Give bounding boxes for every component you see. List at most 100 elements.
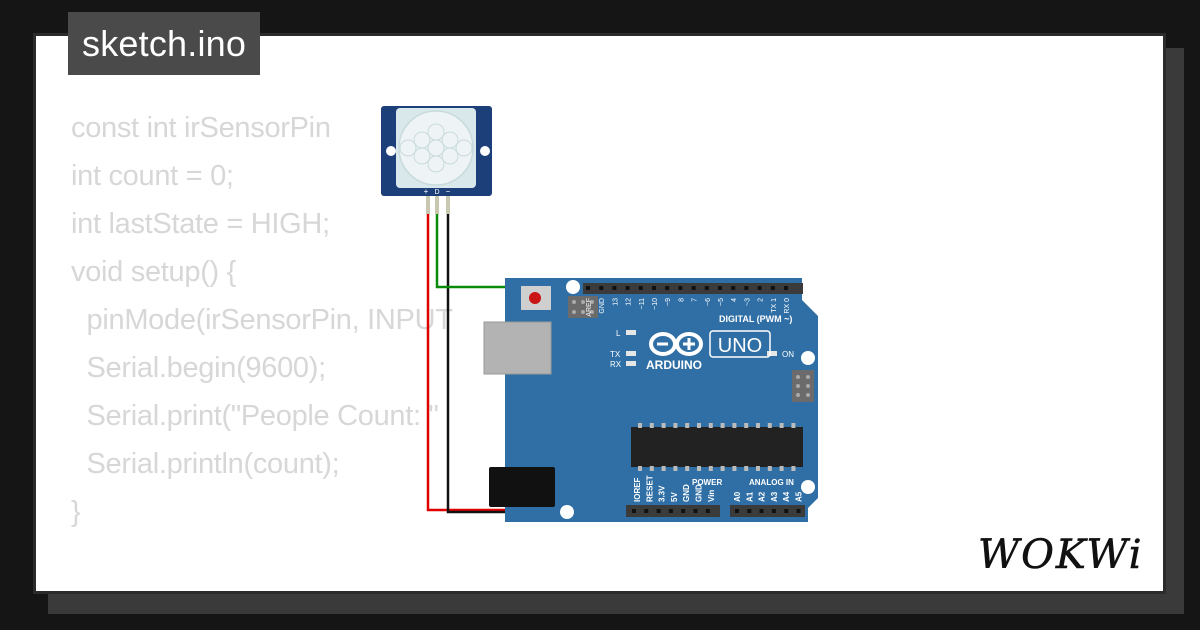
digital-pin[interactable] bbox=[744, 286, 749, 290]
digital-pin[interactable] bbox=[691, 286, 696, 290]
usb-port[interactable] bbox=[483, 321, 552, 375]
analog-pin-label: A4 bbox=[782, 491, 791, 502]
svg-text:RX: RX bbox=[610, 360, 622, 369]
svg-text:L: L bbox=[616, 329, 621, 338]
status-leds: L TX RX ON bbox=[610, 329, 794, 369]
analog-pin[interactable] bbox=[771, 509, 776, 513]
analog-header[interactable] bbox=[730, 505, 805, 517]
digital-pin[interactable] bbox=[770, 286, 775, 290]
icsp-header-2 bbox=[792, 370, 814, 402]
chip-pin bbox=[779, 466, 784, 471]
chip-pin bbox=[720, 466, 725, 471]
power-pin-label: 5V bbox=[670, 492, 679, 502]
power-pin[interactable] bbox=[656, 509, 661, 513]
analog-pin[interactable] bbox=[759, 509, 764, 513]
power-pin-label: 3.3V bbox=[658, 485, 667, 502]
power-pin-label: IOREF bbox=[633, 477, 642, 502]
code-line: Serial.print("People Count: " bbox=[71, 400, 439, 432]
chip-pin bbox=[767, 423, 772, 428]
digital-pin[interactable] bbox=[731, 286, 736, 290]
digital-pin-label: 2 bbox=[758, 298, 765, 302]
digital-pin-label: 8 bbox=[678, 298, 685, 302]
sensor-pin-label-d: D bbox=[434, 189, 439, 196]
file-tab[interactable]: sketch.ino bbox=[68, 12, 261, 75]
digital-pin-label: RX 0 bbox=[784, 298, 791, 314]
power-pin[interactable] bbox=[705, 509, 710, 513]
analog-pin[interactable] bbox=[747, 509, 752, 513]
digital-pin-label: 4 bbox=[731, 298, 738, 302]
digital-pin[interactable] bbox=[625, 286, 630, 290]
analog-pin[interactable] bbox=[735, 509, 739, 513]
model-box bbox=[709, 330, 771, 358]
power-pin[interactable] bbox=[644, 509, 649, 513]
digital-pin[interactable] bbox=[652, 286, 656, 290]
reset-button-cap[interactable] bbox=[529, 292, 541, 304]
digital-pin[interactable] bbox=[612, 286, 617, 290]
power-pin[interactable] bbox=[668, 509, 673, 513]
digital-pin[interactable] bbox=[704, 286, 709, 290]
board-hole bbox=[801, 480, 815, 494]
ir-sensor[interactable]: + D − bbox=[381, 106, 492, 214]
digital-pin[interactable] bbox=[586, 286, 590, 290]
code-line: pinMode(irSensorPin, INPUT bbox=[71, 304, 453, 336]
digital-pin-label: AREF bbox=[586, 298, 593, 317]
analog-pin-label: A0 bbox=[733, 491, 742, 502]
power-pin[interactable] bbox=[693, 509, 698, 513]
chip-pin bbox=[685, 423, 690, 428]
chip-pin bbox=[791, 423, 796, 428]
power-pin-label: GND bbox=[682, 484, 691, 502]
digital-pin-label: 12 bbox=[626, 298, 633, 306]
icsp-header bbox=[568, 296, 598, 318]
sensor-pin-vcc[interactable] bbox=[426, 196, 430, 214]
chip-pin bbox=[779, 423, 784, 428]
digital-pin[interactable] bbox=[665, 286, 670, 290]
chip-pin bbox=[732, 423, 737, 428]
digital-pin[interactable] bbox=[638, 286, 643, 290]
chip-pin bbox=[744, 423, 749, 428]
board-hole bbox=[566, 280, 580, 294]
digital-pin[interactable] bbox=[599, 286, 604, 290]
chip-pin bbox=[791, 466, 796, 471]
sensor-pin-out[interactable] bbox=[435, 196, 439, 214]
digital-pin-label: ~9 bbox=[665, 298, 672, 306]
digital-pin[interactable] bbox=[678, 286, 683, 290]
chip-pin bbox=[649, 423, 654, 428]
digital-pin[interactable] bbox=[718, 286, 722, 290]
svg-text:TX: TX bbox=[610, 350, 621, 359]
power-pin[interactable] bbox=[681, 509, 686, 513]
chip-pin bbox=[638, 423, 642, 428]
analog-pin[interactable] bbox=[796, 509, 801, 513]
analog-pin-label: A1 bbox=[745, 491, 754, 502]
code-line: Serial.begin(9600); bbox=[71, 352, 327, 384]
power-header[interactable] bbox=[626, 505, 720, 517]
chip-pin bbox=[697, 466, 701, 471]
digital-pin[interactable] bbox=[784, 286, 788, 290]
code-line: const int irSensorPin bbox=[71, 112, 331, 144]
power-pin-label: GND bbox=[695, 484, 704, 502]
chip-pin bbox=[638, 466, 642, 471]
arduino-logo-icon bbox=[649, 332, 703, 356]
sensor-mount-hole-right bbox=[480, 146, 490, 156]
power-jack[interactable] bbox=[489, 467, 555, 507]
digital-pin-label: 13 bbox=[612, 298, 619, 306]
wokwi-logo-text: WOKWi bbox=[978, 532, 1144, 578]
wire-signal[interactable] bbox=[435, 196, 700, 289]
sensor-pin-gnd[interactable] bbox=[446, 196, 450, 214]
chip-pin bbox=[756, 423, 760, 428]
analog-pin[interactable] bbox=[784, 509, 789, 513]
chip-pin bbox=[767, 466, 772, 471]
digital-pin[interactable] bbox=[757, 286, 762, 290]
digital-pin-label: ~3 bbox=[744, 298, 751, 306]
chip-pin bbox=[685, 466, 690, 471]
model-text: UNO bbox=[718, 335, 762, 357]
chip-pin bbox=[756, 466, 760, 471]
chip-pin bbox=[697, 423, 701, 428]
digital-label: DIGITAL (PWM ~) bbox=[719, 314, 792, 324]
power-pin[interactable] bbox=[632, 509, 636, 513]
microcontroller-chip bbox=[631, 427, 803, 467]
chip-pin bbox=[673, 423, 678, 428]
chip-pin bbox=[732, 466, 737, 471]
